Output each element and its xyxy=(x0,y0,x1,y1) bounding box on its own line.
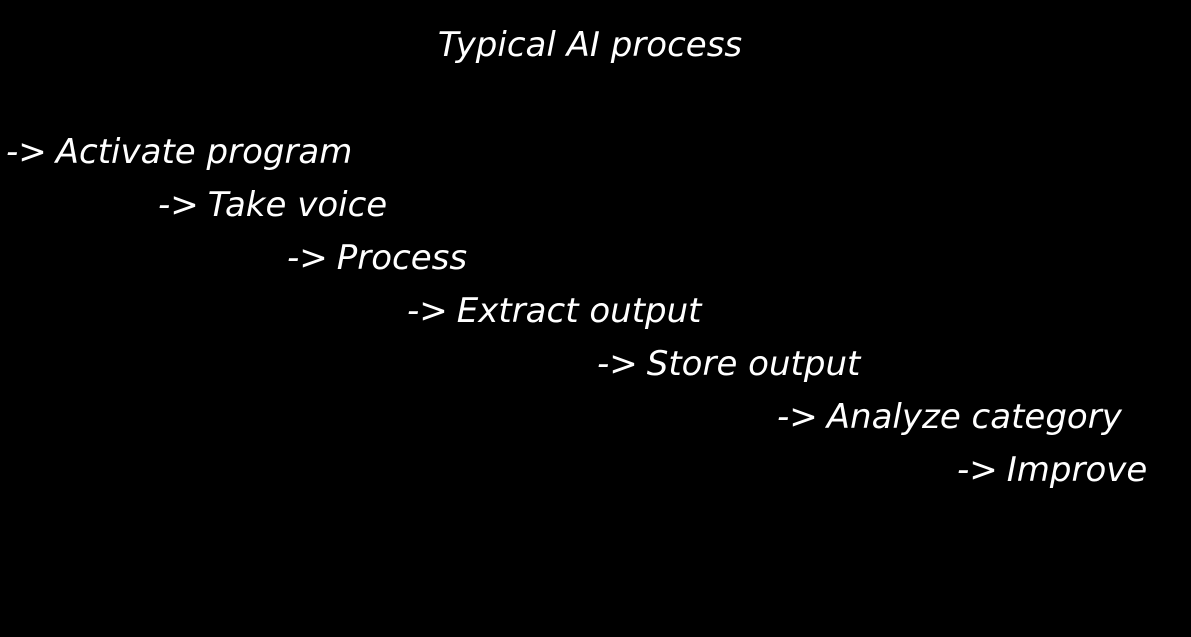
process-step-analyze-category: ->Analyze category xyxy=(777,392,1122,442)
step-label: Activate program xyxy=(55,132,353,172)
arrow-glyph: -> xyxy=(6,132,47,172)
arrow-glyph: -> xyxy=(957,450,998,490)
process-step-activate-program: ->Activate program xyxy=(6,127,352,177)
slide-title: Typical AI process xyxy=(437,25,743,65)
process-step-process: ->Process xyxy=(287,233,467,283)
step-label: Extract output xyxy=(456,291,702,331)
step-label: Take voice xyxy=(207,185,388,225)
arrow-glyph: -> xyxy=(777,397,818,437)
process-step-store-output: ->Store output xyxy=(597,339,860,389)
process-step-take-voice: ->Take voice xyxy=(158,180,387,230)
arrow-glyph: -> xyxy=(407,291,448,331)
arrow-glyph: -> xyxy=(597,344,638,384)
arrow-glyph: -> xyxy=(158,185,199,225)
step-label: Analyze category xyxy=(826,397,1122,437)
process-step-extract-output: ->Extract output xyxy=(407,286,702,336)
step-label: Process xyxy=(336,238,468,278)
process-step-improve: ->Improve xyxy=(957,445,1147,495)
step-label: Improve xyxy=(1006,450,1148,490)
step-label: Store output xyxy=(646,344,861,384)
arrow-glyph: -> xyxy=(287,238,328,278)
